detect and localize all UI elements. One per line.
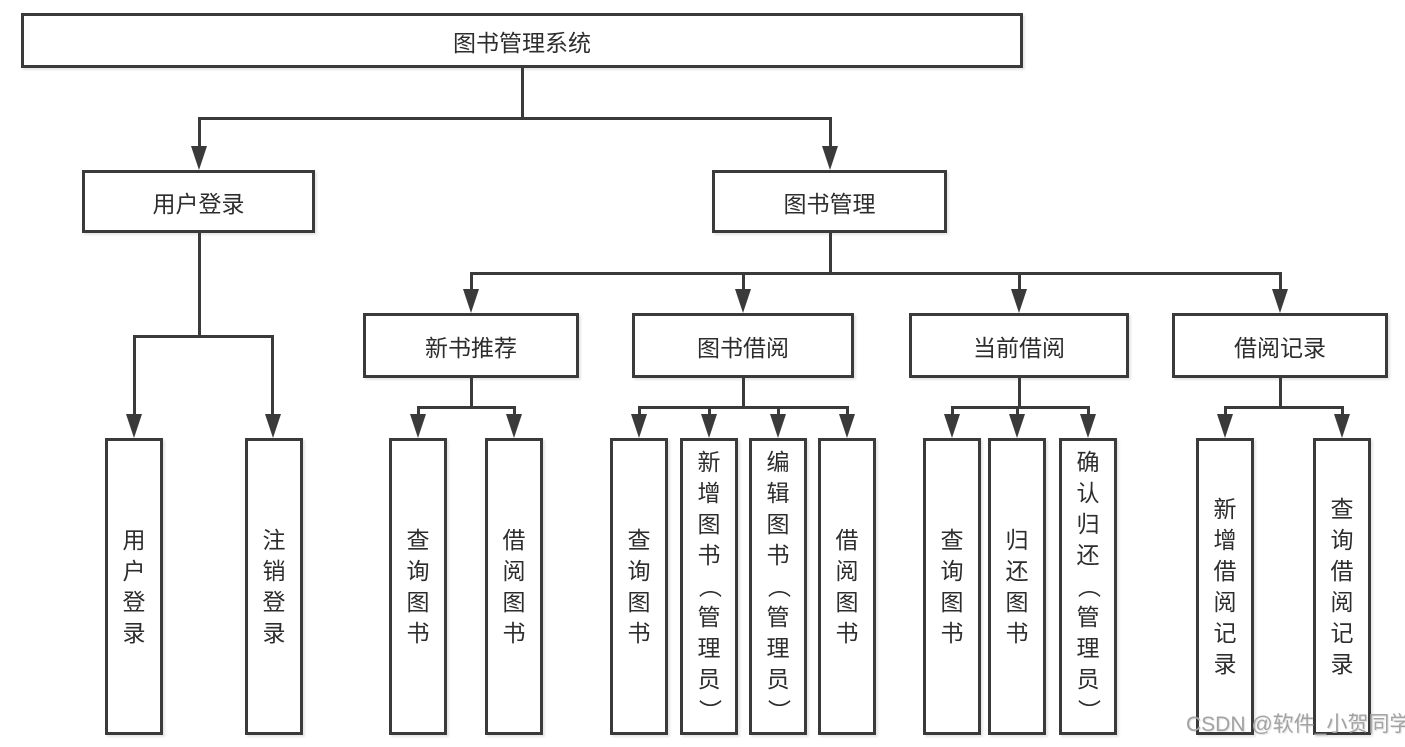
arrow-down-icon bbox=[1217, 414, 1233, 438]
arrow-down-icon bbox=[264, 414, 281, 438]
arrow-down-icon bbox=[944, 414, 960, 438]
node-book-management: 图书管理 bbox=[712, 170, 947, 233]
arrow-down-icon bbox=[839, 414, 855, 438]
node-user-login: 用户登录 bbox=[82, 170, 315, 233]
arrow-down-icon bbox=[463, 289, 479, 313]
node-book-borrowing: 图书借阅 bbox=[632, 313, 854, 378]
arrow-down-icon bbox=[631, 414, 647, 438]
leaf-return-book: 归还图书 bbox=[988, 438, 1046, 735]
connector-leaf-drop bbox=[1223, 406, 1227, 416]
connector-book-mgmt-stem bbox=[828, 232, 832, 273]
connector-leaf-drop bbox=[512, 406, 516, 416]
node-new-book-recommend: 新书推荐 bbox=[363, 313, 579, 378]
connector-root-stem bbox=[520, 68, 524, 118]
arrow-down-icon bbox=[191, 146, 207, 170]
connector-level3-bus bbox=[469, 272, 1282, 275]
connector-leaf-drop bbox=[637, 406, 641, 416]
arrow-down-icon bbox=[1009, 414, 1025, 438]
connector-bus bbox=[416, 406, 516, 409]
arrow-down-icon bbox=[410, 414, 426, 438]
arrow-down-icon bbox=[735, 289, 751, 313]
leaf-logout: 注销登录 bbox=[245, 438, 303, 735]
leaf-add-book-admin: 新增图书（管理员） bbox=[680, 438, 738, 735]
connector-drop bbox=[1278, 272, 1282, 290]
node-current-borrowing: 当前借阅 bbox=[909, 313, 1129, 378]
leaf-borrow-books-1: 借阅图书 bbox=[485, 438, 543, 735]
connector-leaf-drop bbox=[776, 406, 780, 416]
leaf-add-borrow-record: 新增借阅记录 bbox=[1196, 438, 1254, 735]
connector-leaf-drop bbox=[132, 335, 136, 415]
connector-leaf-drop bbox=[271, 335, 274, 415]
connector-user-login-drop bbox=[197, 117, 201, 147]
arrow-down-icon bbox=[822, 146, 838, 170]
connector-stem bbox=[1278, 377, 1282, 407]
connector-leaf-drop bbox=[1086, 406, 1090, 416]
connector-leaf-drop bbox=[845, 406, 849, 416]
arrow-down-icon bbox=[1272, 289, 1288, 313]
connector-leaf-drop bbox=[1015, 406, 1019, 416]
connector-stem bbox=[469, 377, 473, 407]
connector-bus bbox=[950, 406, 1090, 409]
leaf-edit-book-admin: 编辑图书（管理员） bbox=[749, 438, 807, 735]
leaf-query-books-2: 查询图书 bbox=[610, 438, 668, 735]
arrow-down-icon bbox=[506, 414, 522, 438]
connector-user-login-bus bbox=[132, 335, 274, 338]
connector-stem bbox=[1017, 377, 1021, 407]
leaf-query-borrow-record: 查询借阅记录 bbox=[1313, 438, 1371, 735]
arrow-down-icon bbox=[126, 414, 142, 438]
connector-bus bbox=[637, 406, 849, 409]
connector-level2-bus bbox=[197, 117, 832, 120]
arrow-down-icon bbox=[1080, 414, 1096, 438]
leaf-query-books-3: 查询图书 bbox=[923, 438, 981, 735]
leaf-query-books-1: 查询图书 bbox=[389, 438, 447, 735]
connector-leaf-drop bbox=[416, 406, 420, 416]
connector-leaf-drop bbox=[707, 406, 711, 416]
watermark: CSDN @软件_小贺同学 bbox=[1186, 713, 1405, 736]
arrow-down-icon bbox=[770, 414, 786, 438]
node-root: 图书管理系统 bbox=[21, 13, 1023, 68]
node-borrowing-records: 借阅记录 bbox=[1172, 313, 1388, 378]
connector-drop bbox=[741, 272, 745, 290]
arrow-down-icon bbox=[701, 414, 717, 438]
connector-drop bbox=[1017, 272, 1021, 290]
leaf-confirm-return-admin: 确认归还（管理员） bbox=[1059, 438, 1117, 735]
connector-leaf-drop bbox=[950, 406, 954, 416]
connector-user-login-stem bbox=[197, 232, 201, 336]
connector-leaf-drop bbox=[1340, 406, 1344, 416]
leaf-borrow-books-2: 借阅图书 bbox=[818, 438, 876, 735]
connector-drop bbox=[469, 272, 473, 290]
connector-stem bbox=[741, 377, 745, 407]
connector-book-mgmt-drop bbox=[828, 117, 832, 147]
leaf-user-login: 用户登录 bbox=[105, 438, 163, 735]
arrow-down-icon bbox=[1334, 414, 1350, 438]
connector-bus bbox=[1223, 406, 1344, 409]
arrow-down-icon bbox=[1011, 289, 1027, 313]
